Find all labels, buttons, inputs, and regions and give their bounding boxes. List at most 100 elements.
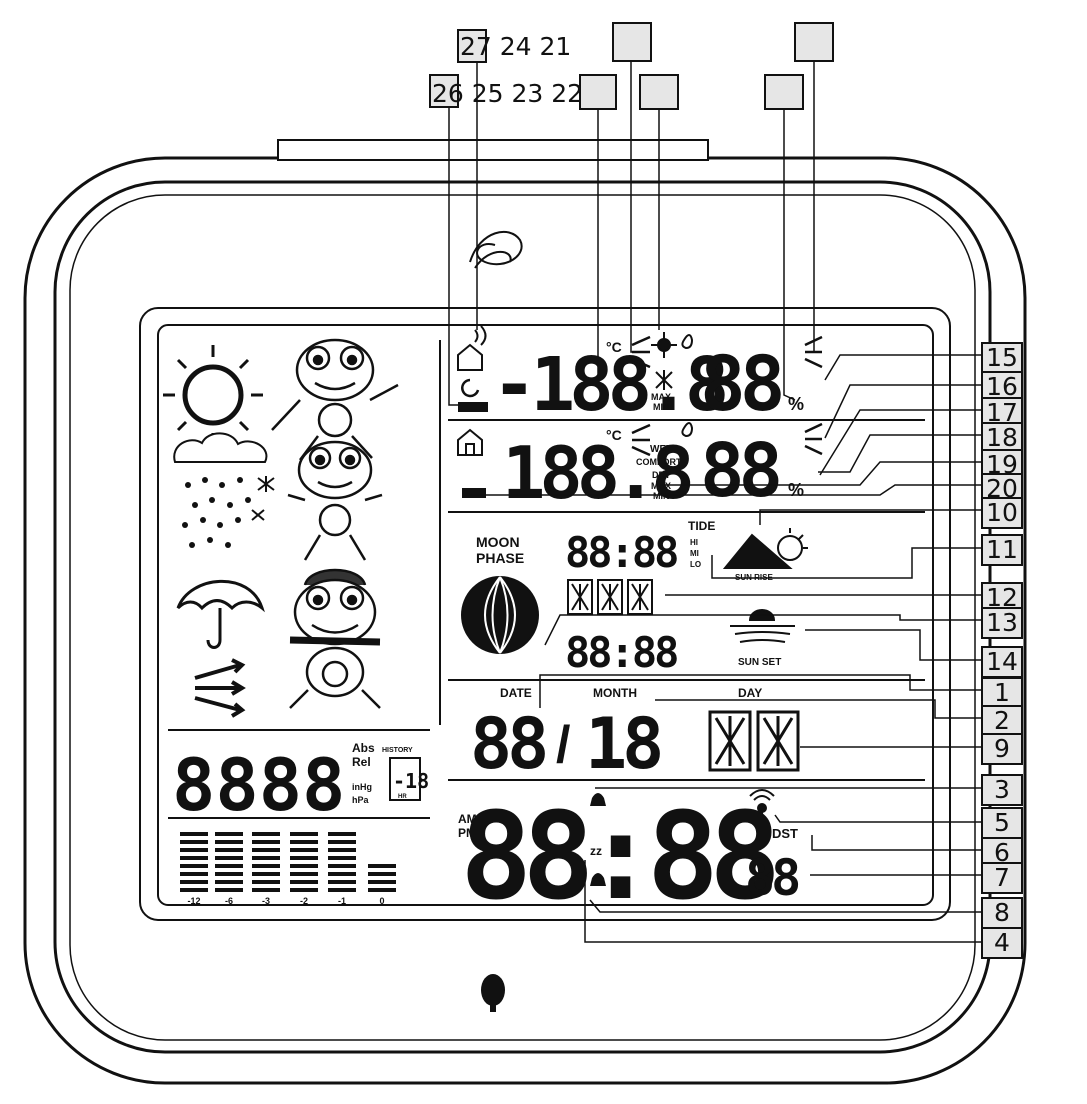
- bar-axis-tick: -3: [262, 896, 270, 906]
- indoor-temp-unit: °C: [606, 427, 622, 443]
- refresh-icon: [461, 378, 480, 398]
- outdoor-humidity-unit: %: [788, 394, 804, 414]
- bar-segment: [328, 888, 356, 892]
- bar-segment: [328, 856, 356, 860]
- callout-box-9: [981, 733, 1023, 765]
- bar-segment: [215, 888, 243, 892]
- callout-box-5: [981, 807, 1023, 839]
- date-slash: /: [556, 716, 570, 774]
- snow-min-icon: [655, 370, 673, 390]
- wind-icon: [194, 658, 246, 718]
- sunset-icon: [730, 609, 795, 643]
- bar-axis-tick: -2: [300, 896, 308, 906]
- callout-label-9: 9: [994, 734, 1010, 763]
- callout-top-row-1: 27 24 21: [460, 32, 571, 61]
- bar-segment: [252, 888, 280, 892]
- bar-segment: [328, 880, 356, 884]
- bar-segment: [290, 888, 318, 892]
- sun-icon: [163, 345, 263, 445]
- outdoor-humidity-drop-icon: [681, 334, 694, 350]
- outdoor-house-icon: [457, 343, 483, 371]
- month-label: MONTH: [593, 686, 637, 700]
- indoor-battery-icon: [462, 488, 486, 498]
- bar-segment: [215, 864, 243, 868]
- callout-leaders-right: [470, 354, 982, 943]
- callout-leaders-top: [448, 61, 822, 406]
- sunrise-time: 88:88: [565, 528, 677, 577]
- frog-winter-icon: [289, 568, 381, 709]
- bar-segment: [252, 872, 280, 876]
- callout-box-top-d: [794, 22, 834, 62]
- indoor-temp-digits: 188.8: [502, 431, 690, 515]
- moon-phase-label-1: MOON: [476, 534, 520, 550]
- bar-segment: [328, 848, 356, 852]
- callout-label-13: 13: [986, 608, 1018, 637]
- month-digits: 18: [585, 703, 660, 785]
- time-digits: 88:88: [460, 788, 774, 927]
- indoor-humidity-unit: %: [788, 480, 804, 500]
- bar-segment: [180, 864, 208, 868]
- dry-label: DRY: [652, 470, 671, 480]
- alarm-bell-2-icon: [590, 873, 606, 886]
- tide-lo-label: LO: [690, 560, 701, 569]
- indoor-max-label: MAX: [651, 481, 671, 491]
- signal-icon: [474, 325, 487, 346]
- callout-box-11: [981, 534, 1023, 566]
- callout-box-2: [981, 705, 1023, 737]
- callout-label-4: 4: [994, 928, 1010, 957]
- indoor-humidity-digits: 88: [700, 428, 779, 514]
- bar-segment: [215, 840, 243, 844]
- callout-label-8: 8: [994, 898, 1010, 927]
- frog-sunny-icon: [271, 338, 399, 461]
- callout-label-15: 15: [986, 343, 1018, 372]
- bar-segment: [368, 872, 396, 876]
- bar-segment: [180, 840, 208, 844]
- callout-box-27: [457, 29, 487, 63]
- callout-box-8: [981, 897, 1023, 929]
- callout-label-7: 7: [994, 863, 1010, 892]
- device-top-ridge: [277, 139, 709, 161]
- lcd-screen: [157, 324, 934, 906]
- bar-segment: [290, 880, 318, 884]
- bar-segment: [252, 848, 280, 852]
- outdoor-temp-unit: °C: [606, 339, 622, 355]
- outdoor-min-label: MIN: [653, 402, 670, 412]
- am-label: AM: [458, 812, 477, 826]
- bar-segment: [290, 856, 318, 860]
- bar-segment: [180, 856, 208, 860]
- callout-label-10: 10: [986, 498, 1018, 527]
- bar-segment: [252, 864, 280, 868]
- callout-box-1: [981, 677, 1023, 709]
- indoor-min-label: MIN: [653, 491, 670, 501]
- moon-day-alpha-segments: [567, 579, 653, 615]
- callout-top-row-2: 26 25 23 22: [432, 79, 583, 108]
- sensor-icon: [481, 974, 505, 1012]
- bar-axis-tick: 0: [379, 896, 384, 906]
- bar-segment: [252, 880, 280, 884]
- tide-mi-label: MI: [690, 549, 699, 558]
- callout-box-7: [981, 862, 1023, 894]
- bar-segment: [180, 880, 208, 884]
- history-label: HISTORY: [382, 747, 413, 754]
- sun-max-icon: [651, 332, 677, 358]
- bar-segment: [368, 888, 396, 892]
- bar-segment: [368, 880, 396, 884]
- hpa-label: hPa: [352, 795, 370, 805]
- date-digits: 88: [470, 703, 545, 785]
- inhg-label: inHg: [352, 782, 372, 792]
- callout-label-16: 16: [986, 372, 1018, 401]
- bar-segment: [215, 832, 243, 836]
- dst-label: DST: [772, 826, 798, 841]
- outdoor-temp-digits: -188.8: [492, 342, 725, 428]
- bar-segment: [290, 864, 318, 868]
- callout-label-1: 1: [994, 678, 1010, 707]
- comfort-label: COMFORT: [636, 457, 682, 467]
- history-value: -18: [393, 769, 429, 793]
- date-label: DATE: [500, 686, 532, 700]
- bar-axis-tick: -1: [338, 896, 346, 906]
- bar-segment: [328, 832, 356, 836]
- callout-box-26: [429, 74, 459, 108]
- callout-box-4: [981, 927, 1023, 959]
